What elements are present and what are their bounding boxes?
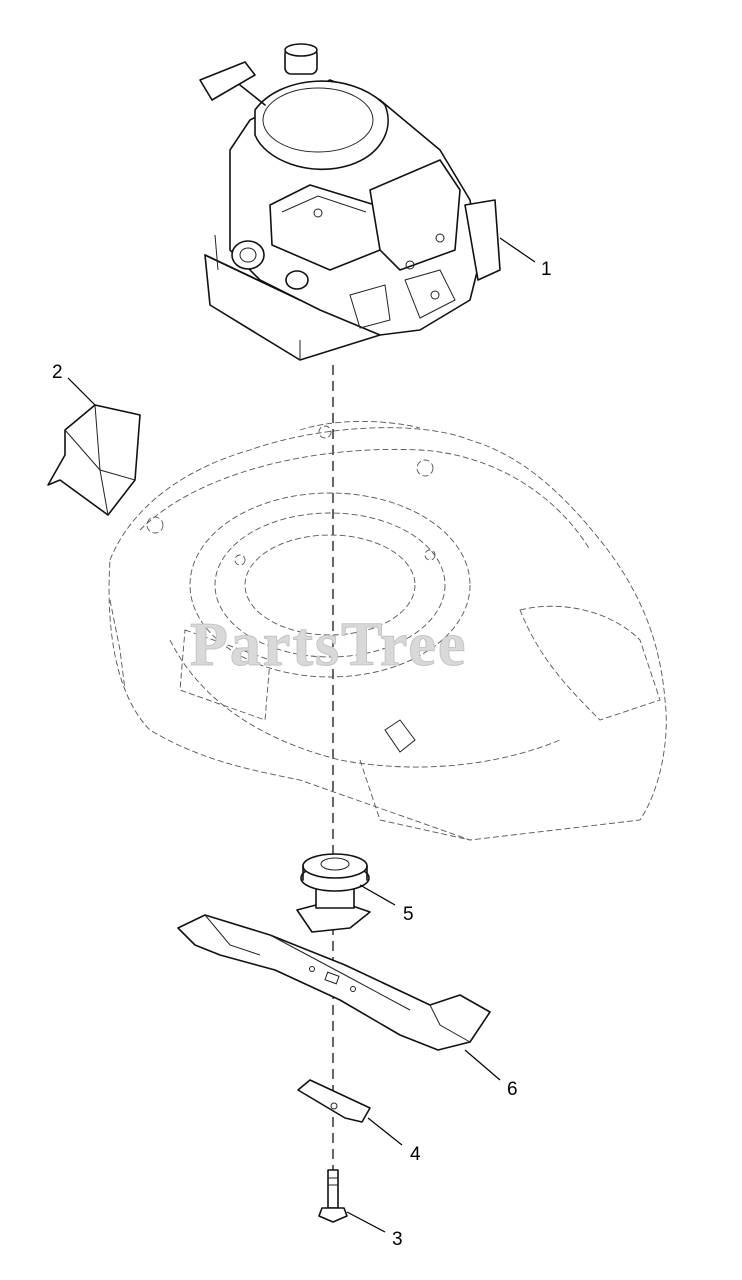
callout-5: 5 <box>403 904 414 925</box>
callout-3: 3 <box>392 1229 403 1250</box>
blade-bolt-illustration <box>318 1169 348 1223</box>
callout-1: 1 <box>541 259 552 280</box>
blade-adapter-illustration <box>296 853 371 933</box>
leader-5 <box>359 884 396 906</box>
leader-2 <box>67 377 96 406</box>
leader-1 <box>499 237 536 263</box>
leader-3 <box>346 1211 386 1233</box>
callout-6: 6 <box>507 1079 518 1100</box>
chute-illustration <box>47 404 141 516</box>
engine-illustration <box>199 43 501 361</box>
mower-deck: PartsTree <box>108 421 667 841</box>
watermark-text: PartsTree <box>190 611 467 679</box>
blade-illustration <box>177 914 491 1051</box>
blade-plate-illustration <box>297 1079 371 1123</box>
callout-2: 2 <box>52 362 63 383</box>
leader-6 <box>464 1049 501 1081</box>
leader-4 <box>367 1117 403 1146</box>
callout-4: 4 <box>410 1144 421 1165</box>
